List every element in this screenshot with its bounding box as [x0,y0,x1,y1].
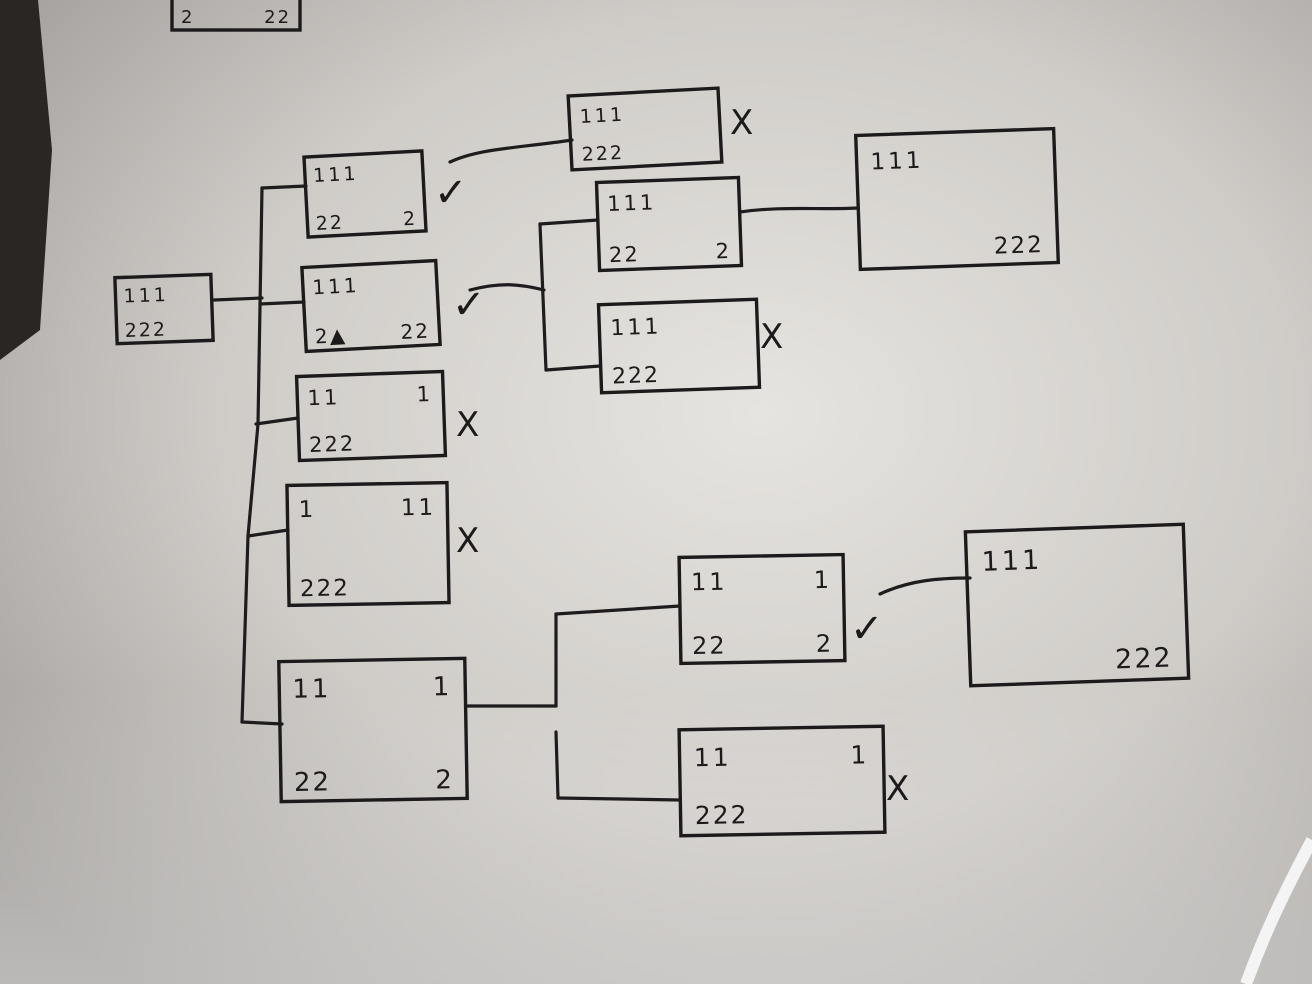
connector-a2-to-branch [468,283,546,292]
connector-spine-to-a2 [258,300,306,306]
node-label-bl: 222 [124,319,167,342]
connector-lines [212,138,972,802]
node-label-tl: 111 [312,273,360,299]
node-label-br: 22 [400,318,431,344]
node-frame [302,149,428,239]
connector-spine-to-a3 [254,416,300,426]
node-label-tl: 11 [307,385,341,410]
node-frame [566,86,724,172]
node-box-c1: 111 222 [853,126,1061,272]
node-box-a2: 111 2▲ 22 [300,258,442,354]
node-label-bl: 2 [181,7,194,28]
node-label-br: 2 [435,765,454,795]
cross-mark-d2-mark: X [886,769,909,809]
node-label-bl: 2▲ [314,323,347,349]
node-label-br: 2 [816,630,834,658]
node-label-br: 222 [993,232,1044,260]
node-frame [963,522,1191,688]
node-label-bl: 22 [609,242,641,267]
node-label-bl: 22 [692,631,727,660]
node-label-br: 22 [264,7,291,28]
cross-mark-b3-mark: X [760,317,783,357]
node-box-e1: 111 222 [963,522,1191,688]
connector-spine-link [246,422,260,538]
node-label-bl: 22 [315,212,344,235]
connector-spine-to-a4 [246,528,290,538]
node-frame [677,724,887,838]
node-frame [294,369,448,463]
node-box-b1: 111 222 [566,86,724,172]
connector-spine-to-a1 [260,184,308,190]
cross-mark-a3-mark: X [456,405,479,445]
connector-d-branch-to-d1 [554,604,682,616]
connector-d-branch-lower [554,730,560,800]
connector-lower-to-d2 [556,796,682,802]
node-label-tr: 1 [813,566,832,594]
node-label-tr: 1 [850,740,869,769]
node-box-b3: 111 222 [596,297,762,395]
node-frame [170,0,302,32]
node-frame [853,126,1061,272]
connector-b2-to-c1 [738,206,860,214]
connector-spine-to-a5 [240,720,284,726]
node-label-tl: 111 [123,284,169,308]
node-label-tl: 11 [691,568,728,597]
node-label-tr: 1 [416,382,433,407]
check-mark-a1-mark: ✓ [434,170,468,216]
node-label-tl: 11 [292,674,332,705]
node-frame [594,175,744,273]
node-label-tl: 111 [607,190,657,216]
node-label-tl: 111 [870,148,924,176]
check-mark-a2-mark: ✓ [452,282,486,328]
connector-branch-to-b3 [544,364,602,372]
node-label-tl: 111 [313,163,359,187]
node-label-bl: 222 [309,431,356,457]
node-label-tl: 11 [694,743,732,773]
cross-mark-a4-mark: X [456,521,479,561]
node-label-tr: 1 [432,672,452,702]
cross-mark-b1-mark: X [730,103,753,143]
node-label-bl: 22 [294,767,332,798]
connector-d1-to-e1 [878,576,972,596]
node-label-bl: 222 [695,800,749,830]
connector-b-branch [538,222,548,372]
connector-branch-to-b2 [538,218,600,226]
node-label-tl: 1 [298,497,316,523]
connector-a1-to-b1 [448,138,574,164]
node-label-bl: 222 [581,142,624,166]
node-label-br: 2 [402,208,417,231]
connector-spine-lower [240,534,250,724]
node-frame [300,258,442,354]
node-label-tl: 111 [579,104,625,128]
node-frame [113,272,215,346]
node-frame [285,480,451,608]
node-label-tr: 11 [401,495,437,522]
node-frame [677,552,847,666]
connector-spine [256,186,264,426]
node-label-br: 2 [715,239,731,264]
node-frame [277,656,469,804]
connector-root-to-spine [212,296,264,302]
node-label-bl: 222 [300,575,350,602]
node-label-br: 222 [1115,642,1174,675]
status-marks: ✓ ✓ X X X X ✓ X [434,103,909,809]
node-label-tl: 111 [981,545,1043,578]
node-frame [596,297,762,395]
cable [1240,837,1312,984]
node-label-tl: 111 [610,314,662,341]
check-mark-d1-mark: ✓ [850,606,884,652]
node-label-bl: 222 [612,363,661,390]
